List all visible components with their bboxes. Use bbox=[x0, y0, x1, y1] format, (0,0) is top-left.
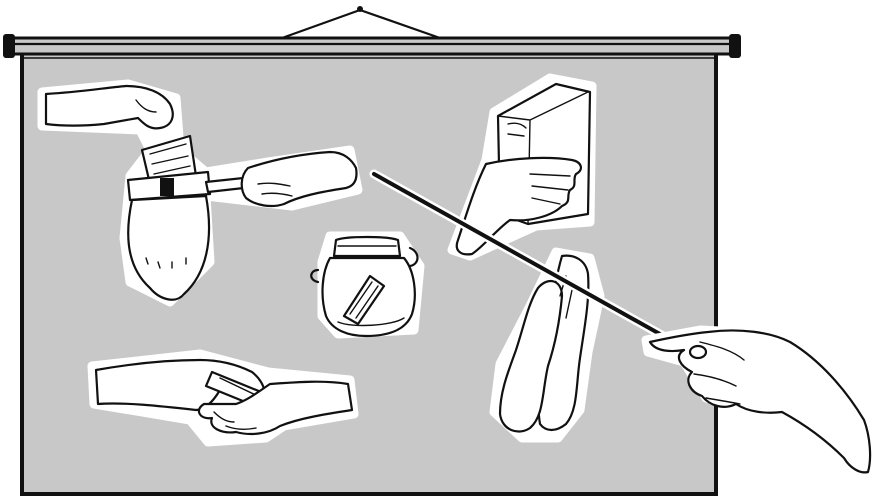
hand-holding-book-icon bbox=[447, 73, 597, 261]
praying-hands-icon bbox=[489, 247, 605, 443]
hanging-string bbox=[280, 6, 442, 40]
jar-with-phone-icon bbox=[310, 231, 425, 339]
top-rod bbox=[3, 34, 741, 58]
hands-with-sieve-icon bbox=[37, 79, 363, 307]
hand-with-pointer-icon bbox=[369, 169, 874, 483]
handshake-icon bbox=[87, 349, 359, 447]
